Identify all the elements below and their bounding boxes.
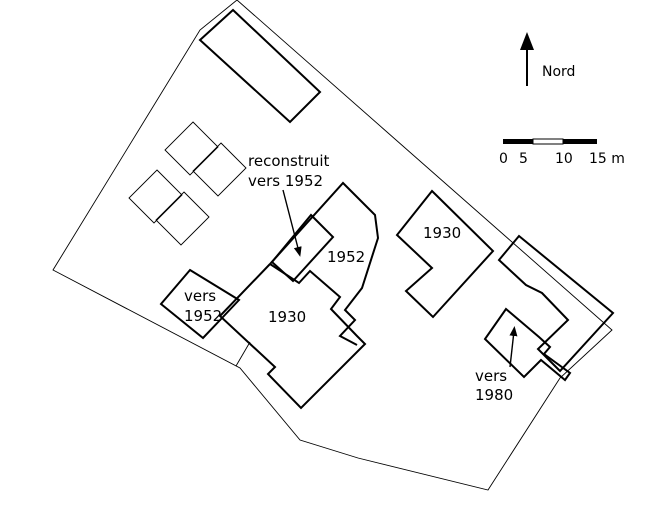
scale-tick-15m: 15 m (589, 151, 625, 167)
scale-tick-5: 5 (519, 151, 528, 167)
scale-bar (503, 138, 597, 145)
building-reconstruit (270, 213, 335, 283)
building-northwest (198, 8, 322, 124)
building-1930-east (395, 189, 495, 319)
parcel-boundary (52, 0, 613, 491)
label-reconstruit-line1: reconstruit (248, 152, 330, 170)
garden-bed (192, 142, 247, 197)
label-vers-1952-line2: 1952 (184, 307, 222, 325)
scale-tick-0: 0 (499, 151, 508, 167)
garden-bed (164, 121, 219, 176)
building-1930-main (218, 263, 367, 410)
building-far-east (497, 234, 615, 373)
building-vers-1952 (159, 268, 241, 340)
north-arrow-icon (520, 32, 534, 86)
garden-beds (128, 121, 247, 246)
label-vers-1980-line2: 1980 (475, 386, 513, 404)
garden-bed (155, 191, 210, 246)
scale-tick-10: 10 (555, 151, 573, 167)
building-vers-1980 (483, 307, 572, 382)
building-1952-outline (269, 181, 380, 346)
garden-bed (128, 169, 183, 224)
annex-thin-wall (235, 341, 251, 367)
label-1952-center: 1952 (327, 248, 365, 266)
label-1930-east: 1930 (423, 224, 461, 242)
north-label: Nord (542, 64, 575, 80)
label-vers-1952-line1: vers (184, 287, 216, 305)
label-vers-1980-line1: vers (475, 367, 507, 385)
pointer-arrow-vers-1980 (509, 326, 518, 368)
label-reconstruit-line2: vers 1952 (248, 172, 323, 190)
label-1930-main: 1930 (268, 308, 306, 326)
pointer-arrow-reconstruit (282, 189, 302, 257)
